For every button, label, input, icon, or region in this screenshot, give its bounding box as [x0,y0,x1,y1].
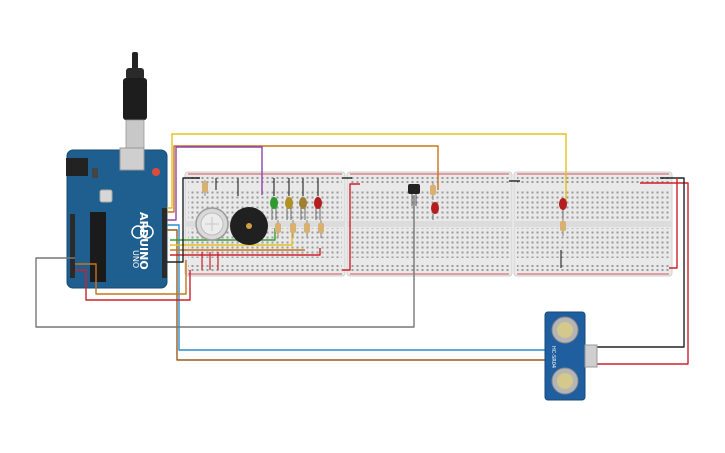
sensor-model: HC-SR04 [550,346,556,368]
resistor-5[interactable] [318,220,324,238]
wire-black-gnd[interactable] [167,177,200,263]
wire-blue-trig[interactable] [167,224,572,351]
led-group [270,197,567,220]
led-yellow-2[interactable] [299,197,307,220]
wire-yellow-long[interactable] [167,133,567,209]
wire-orange-top[interactable] [167,145,439,213]
board-model: UNO [131,250,140,268]
led-yellow-1[interactable] [285,197,293,220]
wire-purple[interactable] [167,146,263,221]
arduino-uno[interactable]: ARDUINO UNO [66,147,168,289]
resistors [202,180,566,238]
digital-header [162,208,167,278]
gas-sensor[interactable] [195,207,229,241]
resistor-2[interactable] [275,220,281,238]
wire-red-5v[interactable] [75,269,191,301]
component-leads [215,178,562,268]
analog-header [70,214,75,278]
breadboard-3[interactable] [513,171,673,277]
atmega-chip [90,212,106,282]
arduino-logo-icon [131,225,145,239]
breadboard-2[interactable] [346,171,513,277]
wire-brown-echo[interactable] [167,229,560,361]
resistor-1[interactable] [202,180,208,196]
led-red[interactable] [314,197,322,220]
led-green[interactable] [270,197,278,220]
led-red-board3[interactable] [559,198,567,218]
resistor-6[interactable] [430,182,436,200]
resistor-7[interactable] [560,218,566,236]
wire-black-sensor-gnd[interactable] [588,177,685,348]
wire-orange-a0[interactable] [75,260,187,295]
wire-green-led[interactable] [170,228,276,241]
short-jumpers [201,252,219,270]
wire-yellow-led[interactable] [170,230,293,246]
reset-button[interactable] [152,168,160,176]
usb-cable[interactable] [123,52,147,149]
piezo-buzzer[interactable] [230,207,268,245]
wire-red-led[interactable] [170,248,321,256]
ultrasonic-sensor[interactable]: HC-SR04 [544,311,598,401]
resistor-3[interactable] [290,220,296,238]
wire-gray-photo[interactable] [35,195,415,328]
led-red-board2[interactable] [431,202,439,220]
resistor-4[interactable] [304,220,310,238]
wire-red-vcc[interactable] [588,182,689,365]
photoresistor[interactable] [408,184,420,206]
wires [35,133,689,365]
